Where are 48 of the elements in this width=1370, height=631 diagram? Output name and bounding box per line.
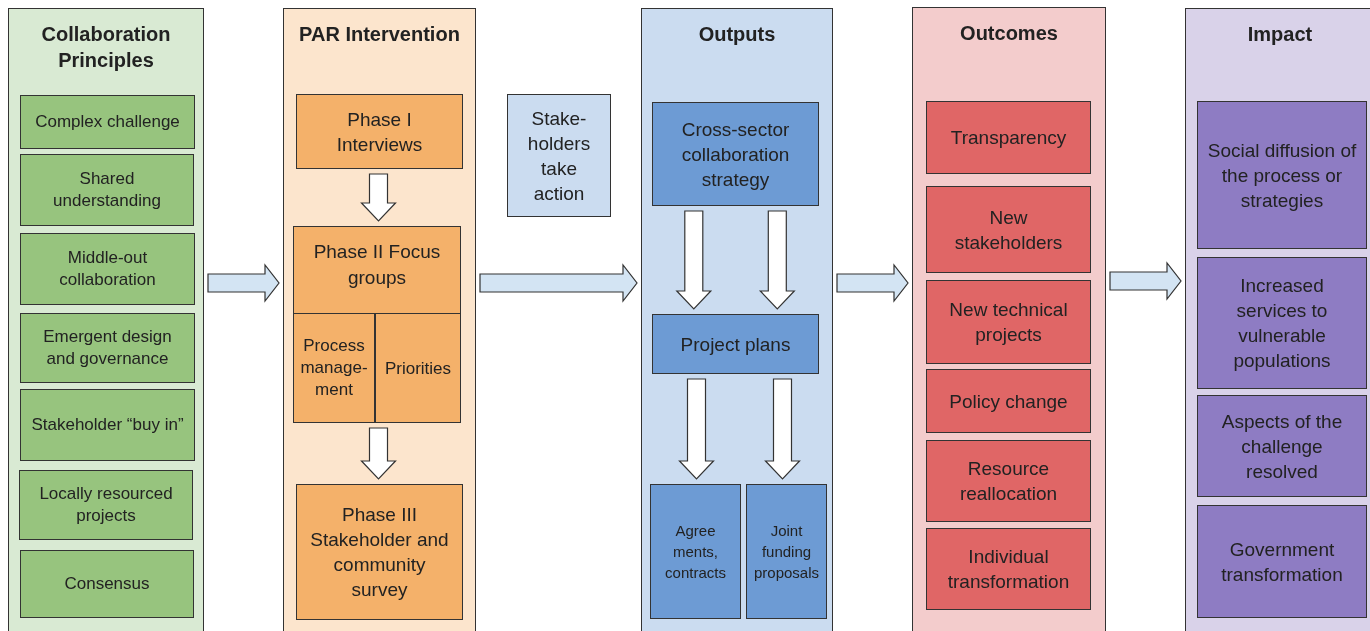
principle-card: Stakeholder “buy in” [20,389,195,461]
column-panel [641,8,833,631]
outcome-card: New stakeholders [926,186,1091,273]
block-arrow [207,263,280,303]
impact-card: Government transformation [1197,505,1367,618]
column-heading: PAR Intervention [299,22,460,47]
principle-card: Complex challenge [20,95,195,149]
block-arrow [836,263,909,303]
principle-card: Consensus [20,550,194,618]
action-card: Stake- holders take action [507,94,611,217]
principle-card: Middle-out collaboration [20,233,195,305]
impact-card: Social diffusion of the process or strategies [1197,101,1367,249]
principle-card: Shared understanding [20,154,194,226]
phase-card: Process manage- ment [293,313,375,423]
output-card: Agree ments, contracts [650,484,741,619]
outcome-card: Policy change [926,369,1091,433]
outcome-card: Resource reallocation [926,440,1091,522]
block-arrow [764,378,801,480]
block-arrow [758,210,796,310]
phase-card: Priorities [375,313,461,423]
phase-card: Phase III Stakeholder and community survey [296,484,463,620]
principle-card: Locally resourced projects [19,470,193,540]
block-arrow [360,427,397,480]
impact-card: Aspects of the challenge resolved [1197,395,1367,497]
block-arrow [479,263,638,303]
output-card: Cross-sector collaboration strategy [652,102,819,206]
column-panel [8,8,204,631]
column-heading: Outputs [698,22,776,47]
column-heading: Collaboration Principles [40,22,172,73]
phase-heading: Phase II Focus groups [312,240,442,290]
output-card: Project plans [652,314,819,374]
principle-card: Emergent design and governance [20,313,195,383]
impact-card: Increased services to vulnerable populations [1197,257,1367,389]
outcome-card: Individual transformation [926,528,1091,610]
column-panel [912,7,1106,631]
phase-card [293,226,461,423]
output-card: Joint funding proposals [746,484,827,619]
column-heading: Impact [1247,22,1313,47]
column-panel [283,8,476,631]
block-arrow [360,173,397,222]
block-arrow [1109,261,1182,301]
outcome-card: Transparency [926,101,1091,174]
phase-card: Phase I Interviews [296,94,463,169]
column-panel [1185,8,1370,631]
block-arrow [678,378,715,480]
column-heading: Outcomes [960,21,1058,46]
block-arrow [675,210,713,310]
outcome-card: New technical projects [926,280,1091,364]
